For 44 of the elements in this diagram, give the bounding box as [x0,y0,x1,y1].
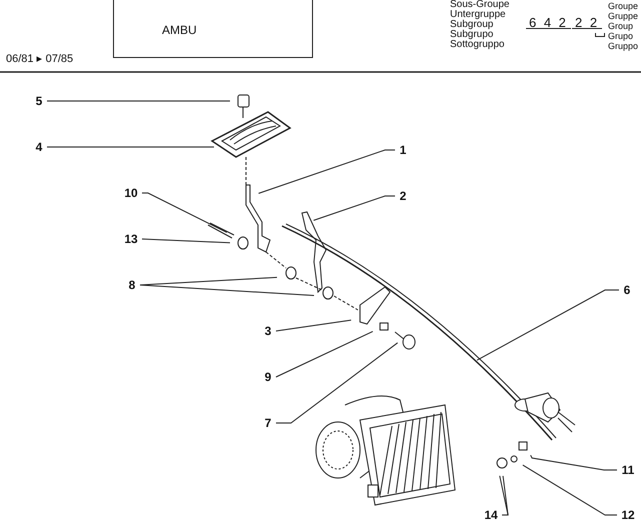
callout-number: 14 [483,509,499,521]
subgroup-heading: Untergruppe [450,10,506,20]
callout-number: 8 [127,279,137,291]
group-heading: Gruppo [608,41,638,51]
callout-number: 3 [263,325,273,337]
leader-line [276,320,352,332]
callout-number: 7 [263,417,273,429]
leader-line [502,475,509,516]
leader-line [276,330,374,378]
callout-number: 10 [123,187,139,199]
date-range: 06/81 ▸ 07/85 [6,52,74,65]
leader-line [142,238,230,244]
variant-label: AMBU [162,23,197,37]
callout-number: 11 [620,464,636,476]
group-heading: Group [608,21,634,31]
subgroup-heading: Subgrupo [450,30,494,40]
header-box [113,0,313,58]
subgroup-heading: Sottogruppo [450,40,504,50]
leader-line [46,100,230,102]
callout-number: 5 [34,95,44,107]
leader-line [530,454,618,470]
leader-line [522,464,618,516]
leader-line [140,284,314,296]
leader-line [142,192,228,233]
callout-number: 6 [622,284,632,296]
callout-number: 2 [398,190,408,202]
subgroup-number: 2 2 [572,18,602,29]
callout-number: 12 [620,509,636,521]
callout-number: 9 [263,371,273,383]
leader-line [313,196,396,221]
callout-number: 13 [123,233,139,245]
group-heading: Grupo [608,31,634,41]
callout-number: 4 [34,141,44,153]
callout-number: 1 [398,144,408,156]
leader-line [476,290,620,361]
leader-line [276,342,398,424]
leader-line [46,146,214,148]
group-heading: Groupe [608,1,638,11]
group-heading: Gruppe [608,11,638,21]
leader-line [258,150,396,194]
subgroup-number: 6 4 2 [526,18,571,29]
subgroup-heading: Sous-Groupe [450,0,510,10]
subgroup-heading: Subgroup [450,20,494,30]
leader-line [499,475,509,516]
